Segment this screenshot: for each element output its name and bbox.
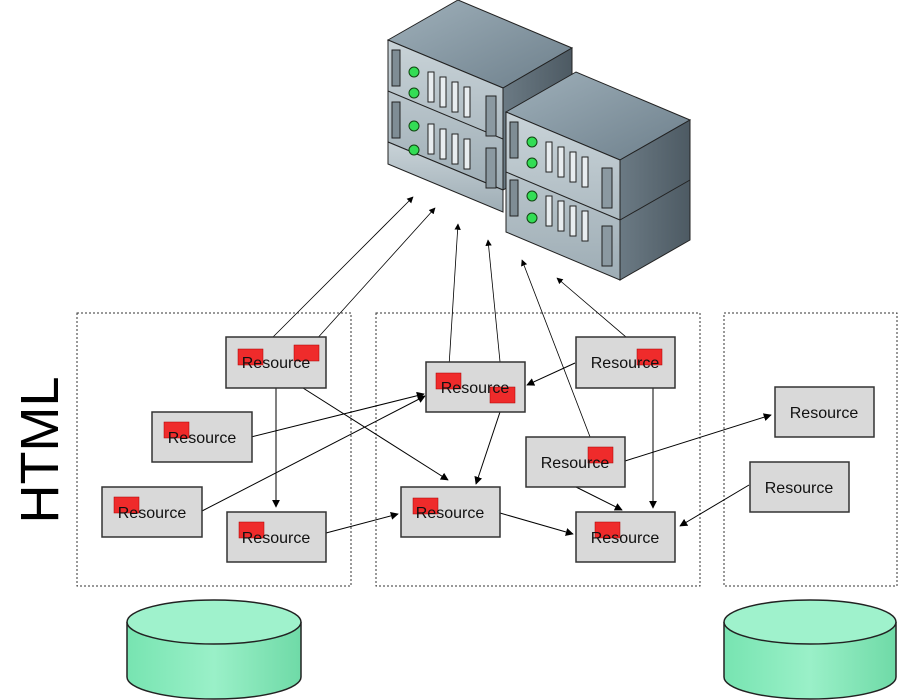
red-marker bbox=[587, 446, 614, 464]
red-marker bbox=[435, 372, 462, 390]
resource-link-arrows bbox=[201, 362, 772, 536]
resource-label: Resource bbox=[168, 430, 237, 447]
resource-box[interactable]: Resource bbox=[774, 386, 875, 438]
resource-box[interactable]: Resource bbox=[400, 486, 501, 538]
red-marker bbox=[163, 421, 190, 439]
database-cylinder-icon bbox=[723, 599, 897, 700]
resource-box[interactable]: Resource bbox=[575, 511, 676, 563]
red-marker bbox=[238, 521, 265, 539]
resource-label: Resource bbox=[242, 530, 311, 547]
resource-label: Resource bbox=[242, 355, 311, 372]
resource-box[interactable]: Resource bbox=[749, 461, 850, 513]
red-marker bbox=[293, 344, 320, 362]
red-marker bbox=[594, 521, 621, 539]
resource-box[interactable]: Resource bbox=[425, 361, 526, 413]
resource-box[interactable]: Resource bbox=[101, 486, 203, 538]
resource-label: Resource bbox=[118, 505, 187, 522]
red-marker bbox=[113, 496, 140, 514]
resource-box[interactable]: Resource bbox=[151, 411, 253, 463]
side-label-html: HTML bbox=[10, 377, 70, 524]
red-marker bbox=[489, 386, 516, 404]
resource-label: Resource bbox=[765, 480, 834, 497]
red-marker bbox=[412, 497, 439, 515]
group-left bbox=[76, 312, 352, 587]
resource-label: Resource bbox=[441, 380, 510, 397]
server-rack-icon bbox=[386, 0, 692, 281]
resource-box[interactable]: Resource bbox=[575, 336, 676, 389]
resource-label: Resource bbox=[591, 530, 660, 547]
resource-box[interactable]: Resource bbox=[525, 436, 626, 488]
resource-label: Resource bbox=[416, 505, 485, 522]
resource-label: Resource bbox=[541, 455, 610, 472]
red-marker bbox=[636, 348, 663, 366]
database-cylinder-icon bbox=[126, 599, 302, 700]
resource-label: Resource bbox=[790, 405, 859, 422]
resource-box[interactable]: Resource bbox=[225, 336, 327, 389]
red-marker bbox=[237, 348, 264, 366]
group-right bbox=[723, 312, 898, 587]
resource-label: Resource bbox=[591, 355, 660, 372]
group-middle bbox=[375, 312, 701, 587]
resource-box[interactable]: Resource bbox=[226, 511, 327, 563]
